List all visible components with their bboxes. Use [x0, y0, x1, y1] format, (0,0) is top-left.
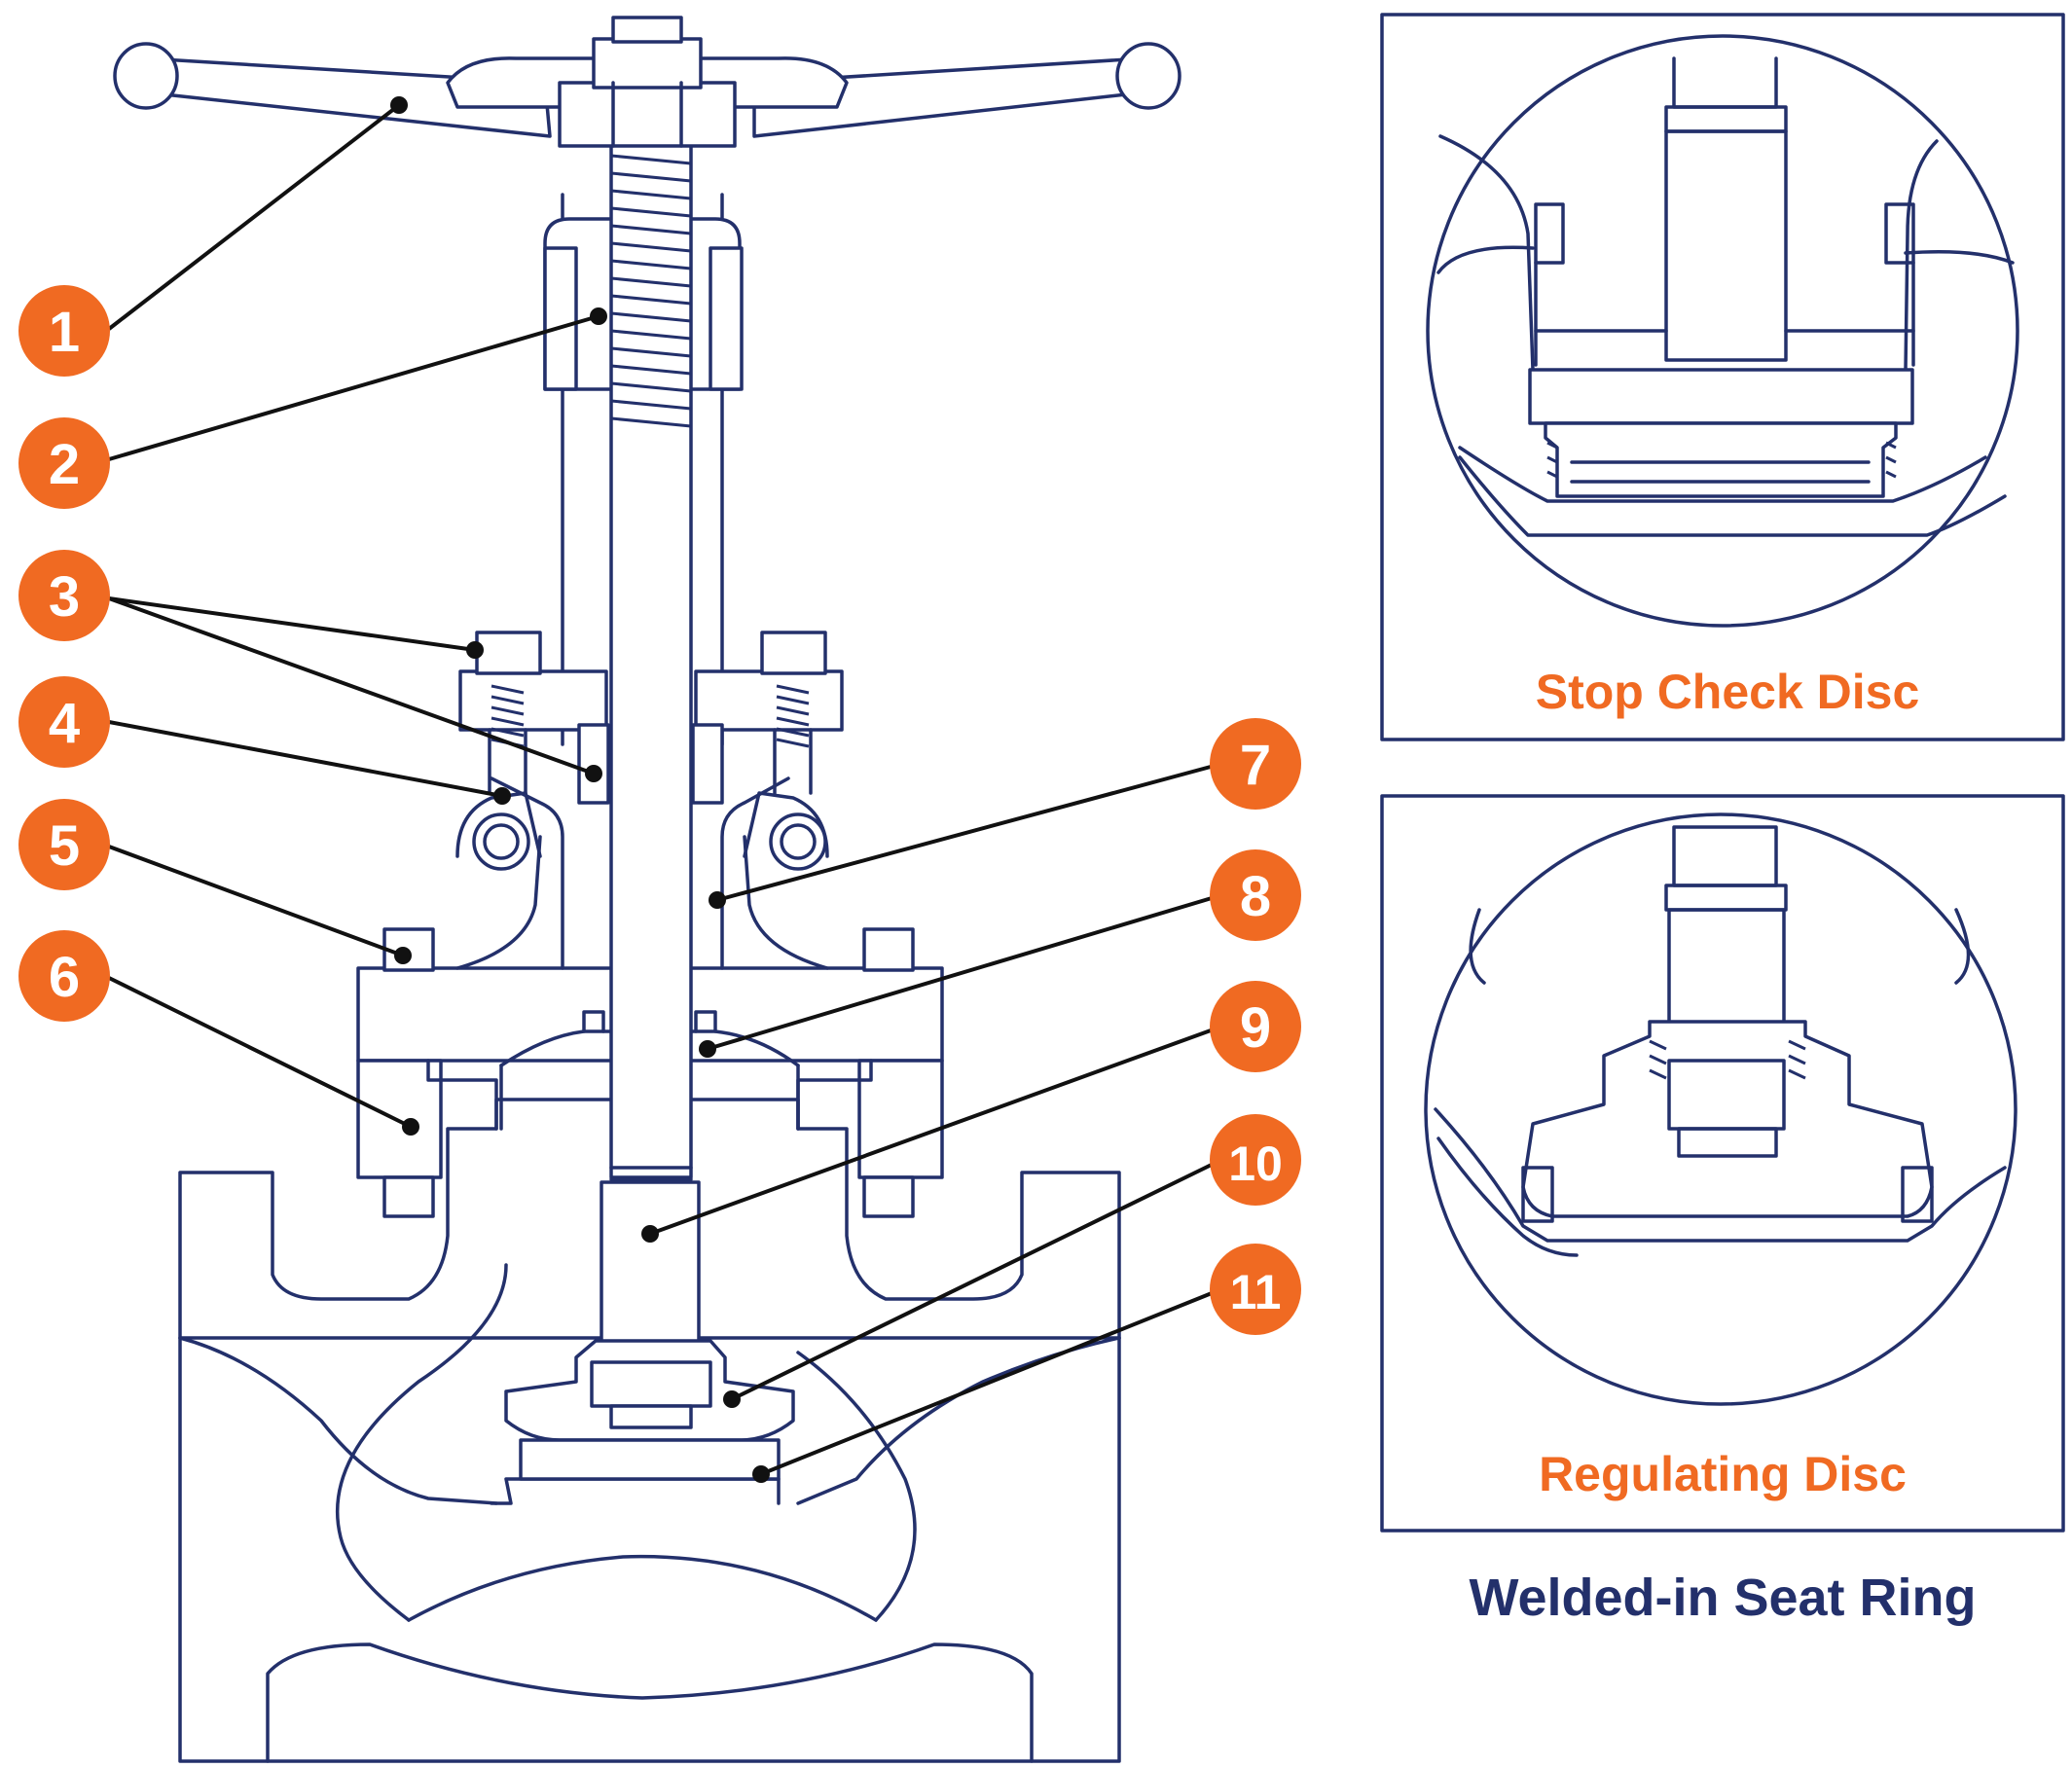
stop-check-detail: [1436, 56, 2015, 537]
callout-4: 4: [18, 676, 110, 768]
stem: [600, 125, 701, 1364]
svg-text:6: 6: [49, 946, 80, 1009]
svg-text:2: 2: [49, 433, 80, 496]
callout-badges: 1 2 3 4 5 6 7 8: [18, 285, 1301, 1335]
svg-text:5: 5: [49, 814, 80, 878]
disc: [504, 1339, 795, 1481]
callout-1: 1: [18, 285, 110, 377]
callout-11: 11: [1210, 1244, 1301, 1335]
regulating-disc-label: Regulating Disc: [1539, 1447, 1907, 1501]
svg-text:4: 4: [49, 692, 80, 755]
valve-drawing: [113, 16, 1181, 1763]
gland: [458, 631, 844, 805]
svg-text:3: 3: [49, 565, 80, 629]
svg-text:8: 8: [1240, 865, 1271, 928]
stop-check-disc-label: Stop Check Disc: [1536, 665, 1920, 719]
svg-text:9: 9: [1240, 996, 1271, 1060]
inset-stop-check: Stop Check Disc: [1380, 13, 2065, 741]
regulating-detail: [1434, 825, 2007, 1257]
callout-2: 2: [18, 417, 110, 509]
callout-5: 5: [18, 799, 110, 890]
inset-regulating: Regulating Disc: [1380, 794, 2065, 1533]
svg-text:11: 11: [1230, 1265, 1282, 1319]
callout-3: 3: [18, 550, 110, 641]
svg-text:10: 10: [1228, 1137, 1283, 1191]
callout-leaders: [107, 96, 1222, 1483]
callout-8: 8: [1210, 849, 1301, 941]
welded-in-seat-ring-caption: Welded-in Seat Ring: [1469, 1569, 1976, 1627]
callout-10: 10: [1210, 1114, 1301, 1206]
handwheel: [113, 16, 1181, 148]
svg-text:1: 1: [49, 301, 80, 364]
callout-6: 6: [18, 930, 110, 1022]
callout-7: 7: [1210, 718, 1301, 810]
callout-9: 9: [1210, 981, 1301, 1072]
svg-text:7: 7: [1240, 734, 1271, 797]
